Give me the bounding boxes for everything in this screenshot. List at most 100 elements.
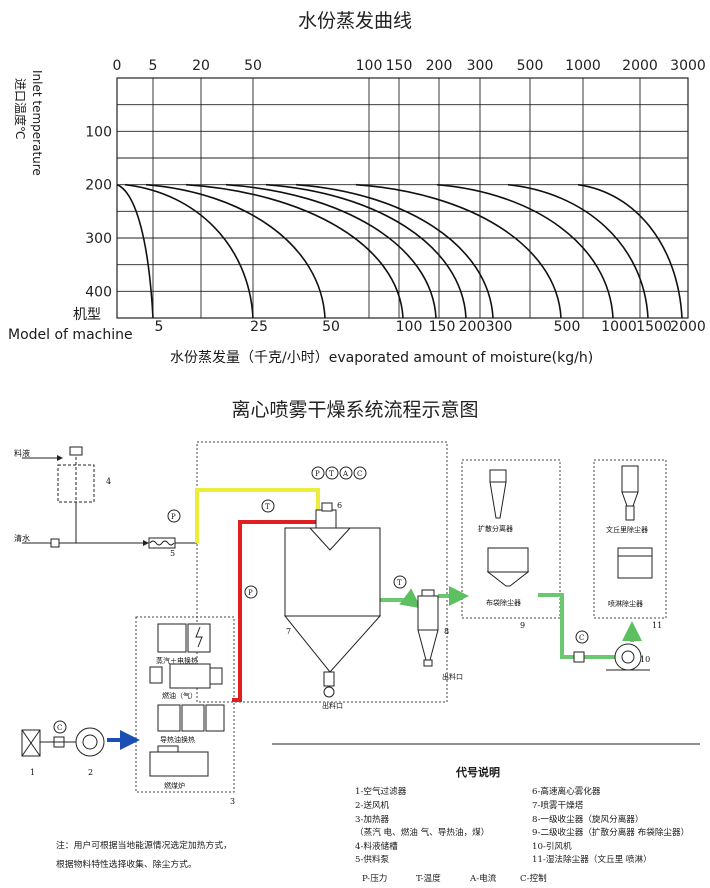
legend-item: 10-引风机	[532, 842, 572, 852]
evaporation-curve-50	[145, 183, 326, 319]
pump-number: 5	[170, 549, 175, 558]
evaporation-curve-25	[124, 183, 254, 319]
flow-diagram: 料液 清水 4 5 6 7 8 9 10 11 1 2 3 蒸汽＋电换热 燃油（…	[14, 441, 700, 806]
legend-item: 6-高速离心雾化器	[532, 787, 601, 797]
venturi-label: 文丘里除尘器	[606, 525, 648, 534]
legend-code: T-温度	[416, 874, 441, 884]
evaporation-curve-300	[295, 183, 494, 319]
top-tick-label: 50	[244, 58, 262, 74]
diffuser-label: 扩散分离器	[478, 524, 513, 533]
fan-number: 10	[640, 655, 650, 664]
legend-code: P-压力	[362, 874, 388, 884]
blower-fan	[40, 727, 105, 757]
legend-code: A-电流	[470, 874, 497, 884]
top-tick-label: 200	[426, 58, 453, 74]
heater-units	[149, 623, 225, 777]
oil-burner-label: 燃油（气）	[162, 691, 197, 700]
bottom-tick-label: 50	[322, 319, 340, 335]
red-hot-air-duct	[232, 520, 320, 702]
top-tick-label: 3000	[670, 58, 706, 74]
yellow-feed-duct	[195, 488, 320, 543]
diffuser-and-bag-filter	[486, 469, 530, 587]
blower-number: 2	[88, 768, 93, 777]
collector-number: 9	[520, 621, 525, 630]
evaporation-curve-2000	[577, 183, 683, 319]
tower-outlet-label: 出料口	[322, 701, 343, 710]
chart-title: 水份蒸发曲线	[297, 10, 412, 32]
scrubber-number: 11	[652, 621, 662, 630]
water-valve	[50, 538, 60, 548]
top-tick-label: 20	[192, 58, 210, 74]
bottom-tick-label: 1000	[601, 319, 637, 335]
thermal-oil-label: 导热油换热	[160, 735, 195, 744]
legend-item: 8-一级收尘器（旋风分离器）	[532, 815, 644, 825]
green-duct-to-fan	[538, 593, 622, 659]
instrument-symbols	[53, 466, 589, 734]
air-filter	[21, 729, 41, 757]
flow-title: 离心喷雾干燥系统流程示意图	[231, 399, 479, 421]
bottom-tick-label: 150	[429, 319, 456, 335]
clean-water-label: 清水	[14, 533, 30, 543]
legend-item: 7-喷雾干燥塔	[532, 801, 584, 811]
top-tick-label: 300	[467, 58, 494, 74]
atomizer-number: 6	[337, 501, 342, 510]
cyclone-separator	[417, 589, 439, 667]
y-tick-label: 300	[85, 231, 112, 247]
steam-exchanger-label: 蒸汽＋电换热	[156, 656, 198, 665]
svg-text:P: P	[315, 470, 320, 478]
model-label-en: Model of machine	[8, 327, 133, 343]
svg-text:A: A	[342, 470, 349, 478]
bottom-tick-label: 200	[459, 319, 486, 335]
spray-scrubber-label: 喷淋除尘器	[608, 599, 643, 608]
legend-item: 11-湿法除尘器（文丘里 喷淋）	[532, 855, 652, 865]
top-tick-label: 1000	[565, 58, 601, 74]
svg-text:T: T	[265, 503, 270, 511]
legend-code: C-控制	[520, 874, 547, 884]
note-line-1: 注：用户可根据当地能源情况选定加热方式，	[56, 841, 232, 851]
evaporation-curve-1000	[436, 183, 614, 319]
y-axis-label-en: Inlet temperature	[30, 70, 44, 176]
model-label-cn: 机型	[73, 307, 101, 323]
venturi-and-spray-scrubber	[617, 465, 653, 579]
legend-item: 4-料液储槽	[355, 842, 398, 852]
top-tick-label: 2000	[622, 58, 658, 74]
green-duct-to-cyclone	[379, 588, 422, 609]
evaporation-curve-150	[225, 183, 437, 319]
legend-item: 5-供料泵	[355, 855, 390, 865]
legend-item: 9-二级收尘器（扩散分离器 布袋除尘器）	[532, 828, 690, 838]
chart-grid	[116, 77, 689, 319]
legend-item: 3-加热器	[355, 815, 390, 825]
svg-text:C: C	[357, 470, 362, 478]
y-tick-label: 200	[85, 178, 112, 194]
cyclone-number: 8	[444, 627, 449, 636]
spray-dryer-tower	[283, 502, 382, 698]
collector-dashed-frame	[461, 459, 561, 619]
wet-scrubber-dashed-frame	[593, 459, 667, 619]
svg-text:C: C	[579, 634, 584, 642]
bottom-tick-label: 5	[155, 319, 164, 335]
liquid-label: 料液	[14, 448, 30, 458]
tank-motor	[69, 446, 83, 456]
chart-frame	[116, 77, 689, 319]
top-tick-label: 100	[356, 58, 383, 74]
bottom-tick-label: 500	[554, 319, 581, 335]
bottom-tick-label: 2000	[670, 319, 706, 335]
top-tick-label: 150	[386, 58, 413, 74]
note-line-2: 根据物料特性选择收集、除尘方式。	[56, 860, 197, 870]
cyclone-outlet-label: 出料口	[442, 672, 463, 681]
bottom-tick-label: 300	[486, 319, 513, 335]
y-tick-label: 400	[85, 284, 112, 300]
top-tick-label: 5	[149, 58, 158, 74]
legend-item: 2-送风机	[355, 801, 390, 811]
svg-text:T: T	[329, 470, 334, 478]
svg-text:T: T	[397, 579, 402, 587]
bottom-tick-label: 100	[396, 319, 423, 335]
liquid-tank	[57, 452, 95, 503]
evaporation-curve-100	[185, 183, 404, 319]
bag-filter-label: 布袋除尘器	[486, 598, 521, 607]
chart-curves	[116, 183, 683, 319]
svg-text:C: C	[57, 724, 62, 732]
evaporation-curve-500	[355, 183, 562, 319]
